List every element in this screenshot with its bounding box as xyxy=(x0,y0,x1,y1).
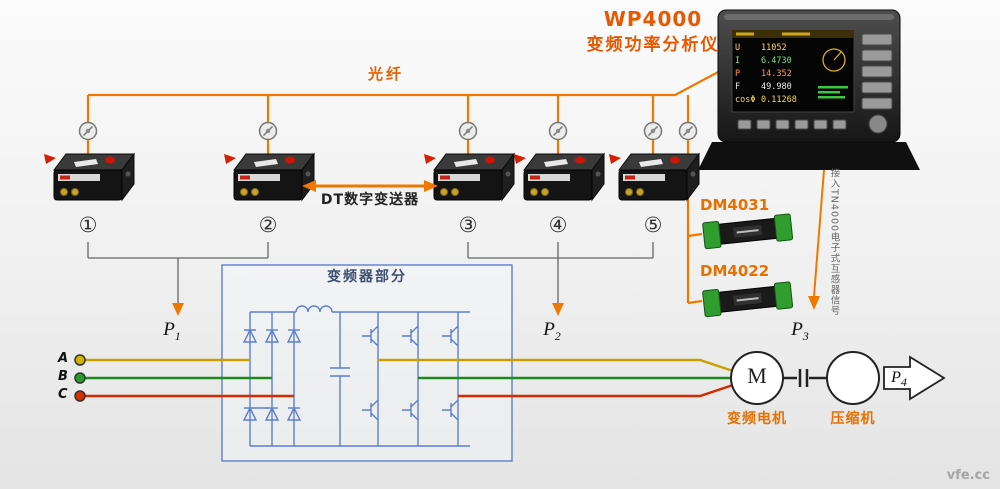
fiber-connector-icon xyxy=(643,121,663,141)
igbt-switches xyxy=(362,325,459,421)
transducer-number-5: ⑤ xyxy=(643,213,663,237)
dm4022-module xyxy=(702,281,794,318)
analyzer-front-buttons xyxy=(737,119,847,130)
fiber-connector-icon xyxy=(78,121,98,141)
dt-double-arrow-icon xyxy=(302,180,438,192)
dm4022-label: DM4022 xyxy=(700,262,770,280)
shaft-coupling-icon xyxy=(783,369,827,387)
phase-a-label: A xyxy=(58,351,69,366)
p1-measure-bracket xyxy=(87,242,269,303)
analyzer-name-title: 变频功率分析仪 xyxy=(586,35,720,55)
phase-lines xyxy=(82,358,734,398)
analyzer-device xyxy=(698,9,920,170)
fiber-label: 光纤 xyxy=(367,65,405,83)
phase-c-label: C xyxy=(58,387,68,402)
watermark: vfe.cc xyxy=(946,467,990,483)
inverter-circuit xyxy=(221,264,513,462)
dt-transducer-3 xyxy=(423,153,515,201)
p2-label: P2 xyxy=(543,319,561,343)
p3-label: P3 xyxy=(791,319,809,343)
side-note: 接入TN4000电子式互感器信号 xyxy=(828,168,840,317)
dt-transducer-1 xyxy=(43,153,135,201)
fiber-connector-icon xyxy=(548,121,568,141)
rectifier-diodes xyxy=(242,328,302,421)
analyzer-model-title: WP4000 xyxy=(603,7,703,31)
transducer-number-4: ④ xyxy=(548,213,568,237)
dm4031-module xyxy=(702,213,794,250)
p2-measure-bracket xyxy=(467,242,654,303)
dt-transducer-2 xyxy=(223,153,315,201)
p3-arrow-icon xyxy=(808,296,820,310)
phase-terminals xyxy=(74,354,86,402)
analyzer-soft-keys xyxy=(861,33,893,110)
fiber-connector-icon xyxy=(258,121,278,141)
p1-label: P1 xyxy=(163,319,181,343)
screen-phasor-dial xyxy=(822,48,846,72)
inverter-section-label: 变频器部分 xyxy=(327,269,407,285)
compressor-circle xyxy=(826,351,880,405)
compressor-label: 压缩机 xyxy=(830,411,876,427)
dt-transducer-5 xyxy=(608,153,700,201)
p4-output-arrow xyxy=(883,355,946,401)
dt-transmitter-label: DT数字变送器 xyxy=(320,192,420,208)
analyzer-stand xyxy=(698,142,920,170)
fiber-connectors xyxy=(78,121,698,141)
p2-arrow-icon xyxy=(552,303,564,316)
dt-transducer-4 xyxy=(513,153,605,201)
motor-symbol: M xyxy=(747,363,767,388)
p1-arrow-icon xyxy=(172,303,184,316)
analyzer-knob xyxy=(868,114,888,134)
fiber-connector-icon xyxy=(458,121,478,141)
transducer-number-1: ① xyxy=(78,213,98,237)
transducer-number-2: ② xyxy=(258,213,278,237)
dm4031-label: DM4031 xyxy=(700,196,770,214)
p4-label: P4 xyxy=(891,369,907,390)
dc-link-capacitor xyxy=(330,312,350,446)
p3-signal-line xyxy=(808,169,825,310)
fiber-connector-icon xyxy=(678,121,698,141)
motor-label: 变频电机 xyxy=(727,411,787,427)
transducer-number-3: ③ xyxy=(458,213,478,237)
phase-b-label: B xyxy=(58,369,68,384)
